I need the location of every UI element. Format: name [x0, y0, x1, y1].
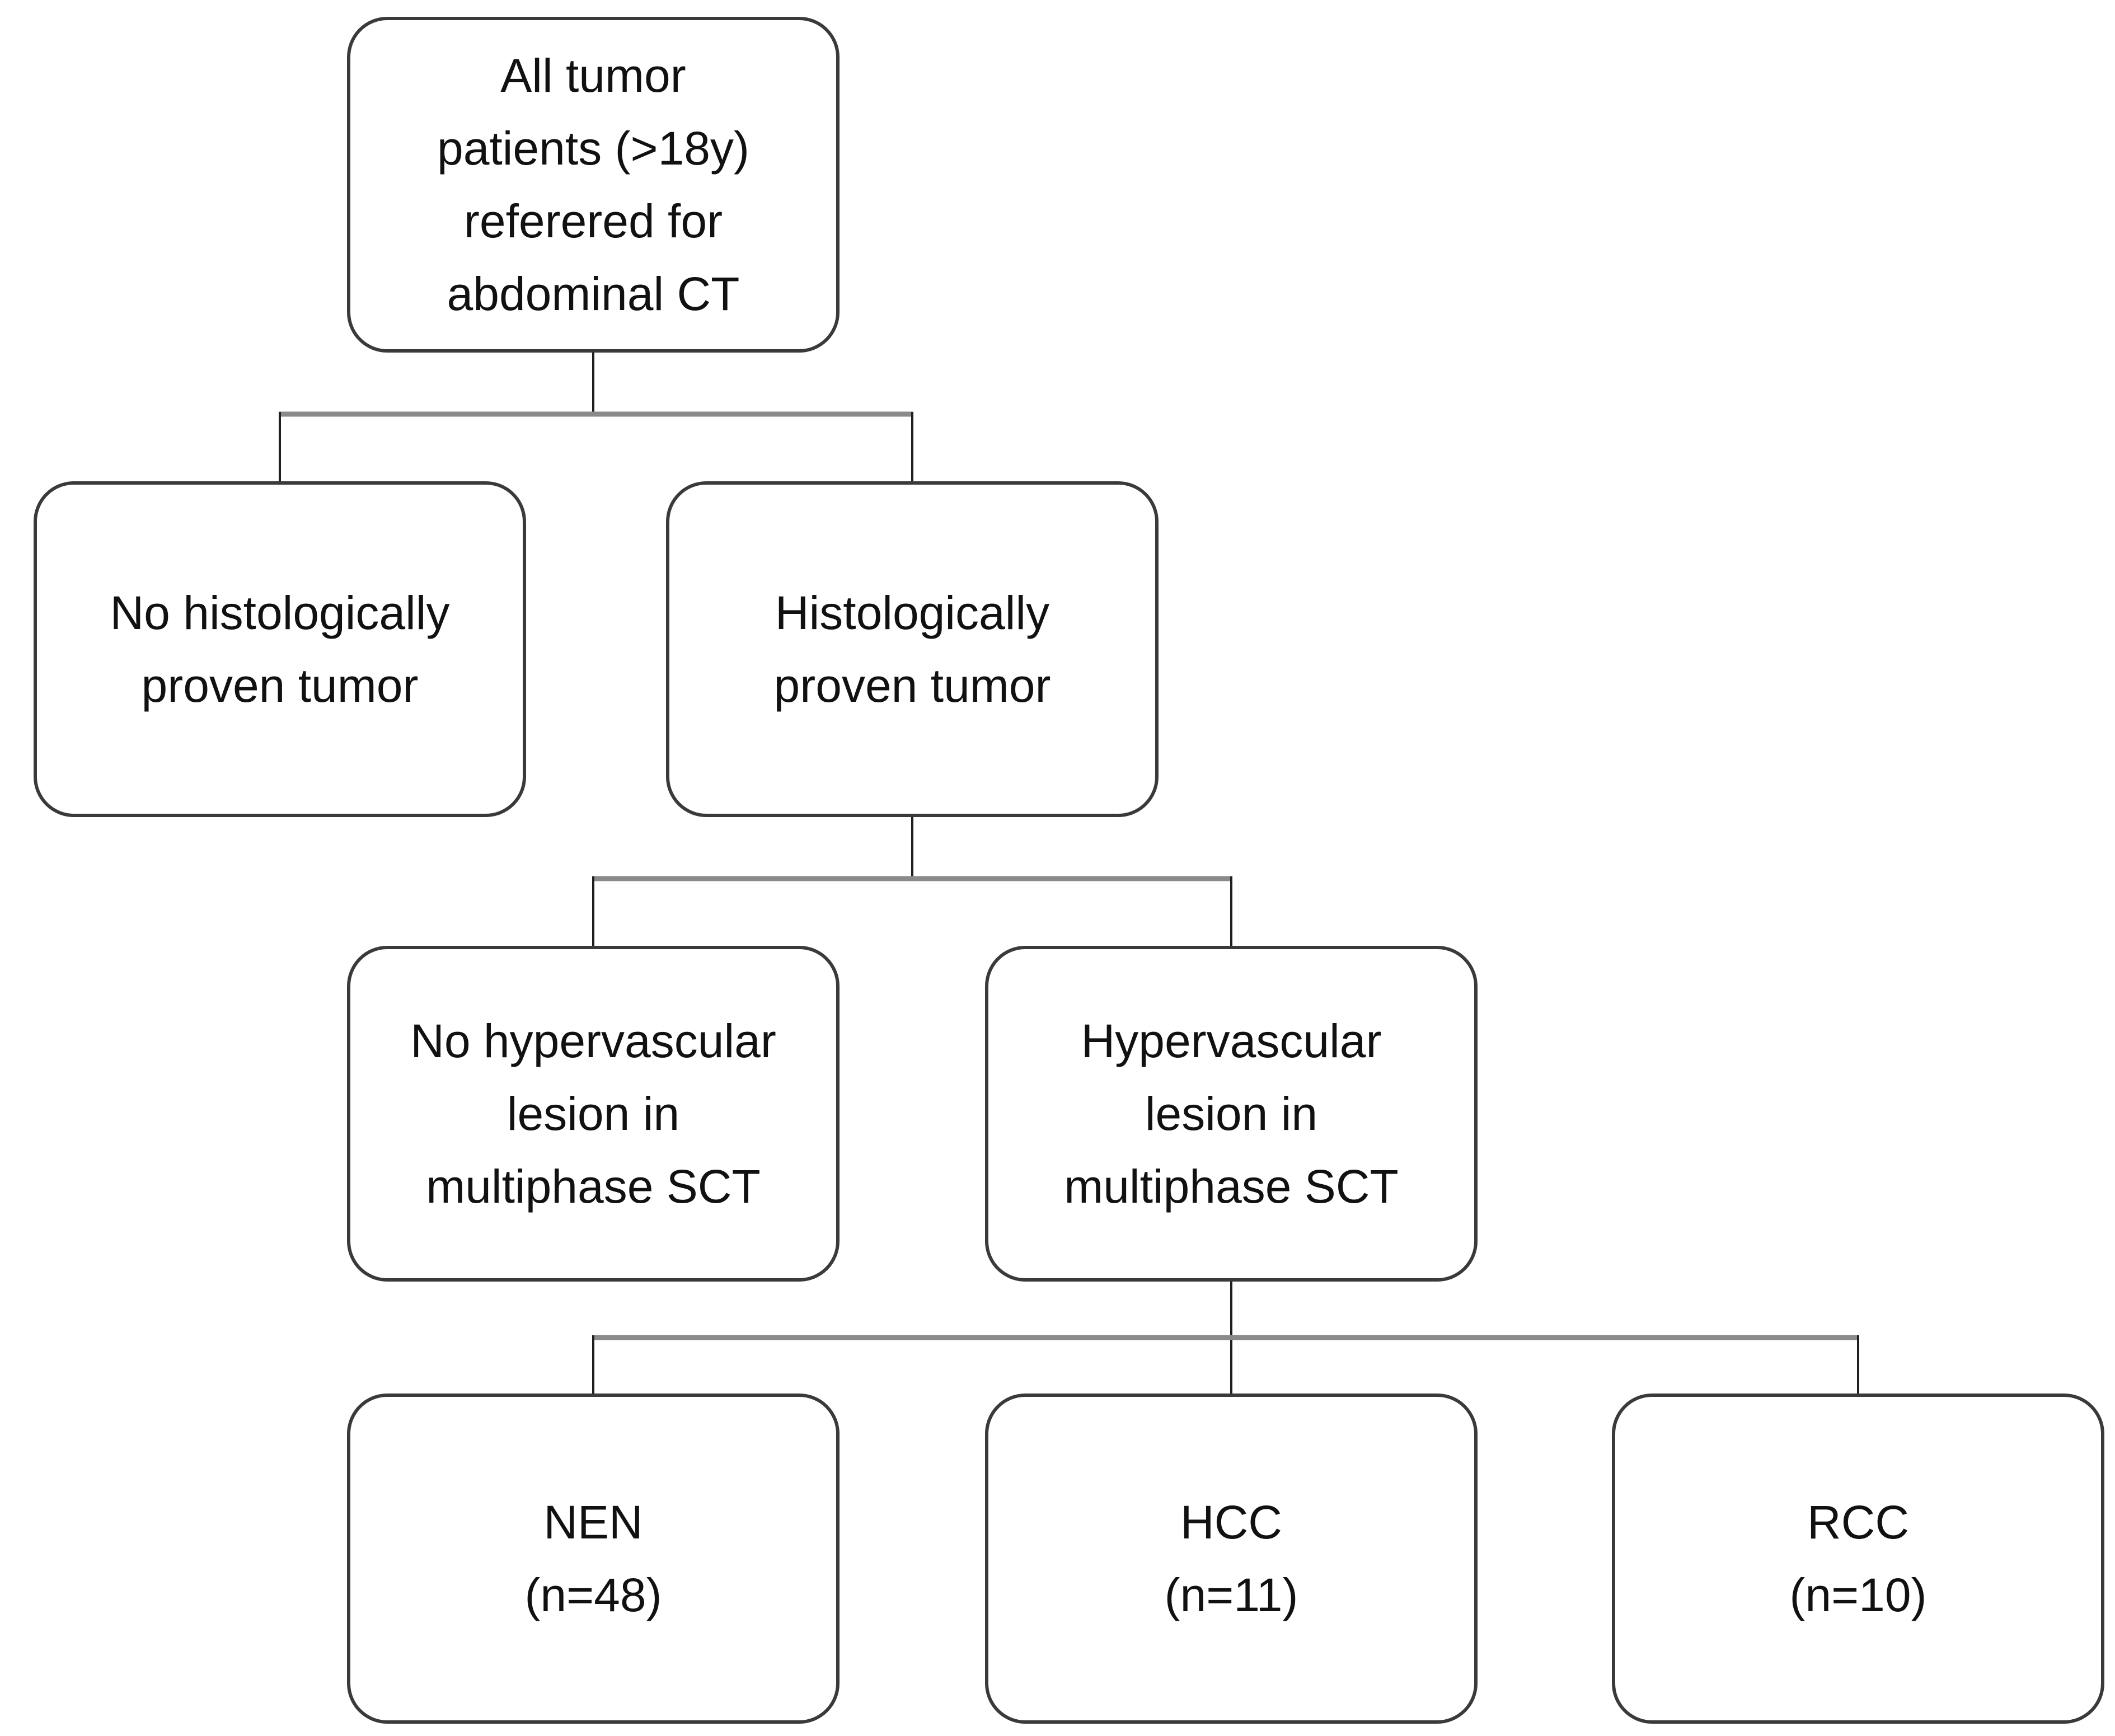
node-no-histologically-proven-tumor-label: No histologically proven tumor [110, 587, 450, 712]
node-histologically-proven-tumor-label: Histologically proven tumor [773, 587, 1051, 712]
node-nen: NEN (n=48) [347, 1394, 840, 1724]
node-nen-label: NEN (n=48) [524, 1496, 662, 1621]
node-no-histologically-proven-tumor: No histologically proven tumor [34, 481, 526, 817]
node-rcc: RCC (n=10) [1612, 1394, 2104, 1724]
node-all-tumor-patients-label: All tumor patients (>18y) referered for … [437, 49, 749, 320]
node-hcc: HCC (n=11) [985, 1394, 1478, 1724]
node-rcc-label: RCC (n=10) [1789, 1496, 1927, 1621]
node-hypervascular-lesion: Hypervascular lesion in multiphase SCT [985, 946, 1478, 1282]
node-hcc-label: HCC (n=11) [1164, 1496, 1298, 1621]
node-histologically-proven-tumor: Histologically proven tumor [666, 481, 1159, 817]
node-no-hypervascular-lesion-label: No hypervascular lesion in multiphase SC… [410, 1015, 776, 1213]
node-hypervascular-lesion-label: Hypervascular lesion in multiphase SCT [1064, 1015, 1399, 1213]
node-all-tumor-patients: All tumor patients (>18y) referered for … [347, 17, 840, 353]
node-no-hypervascular-lesion: No hypervascular lesion in multiphase SC… [347, 946, 840, 1282]
